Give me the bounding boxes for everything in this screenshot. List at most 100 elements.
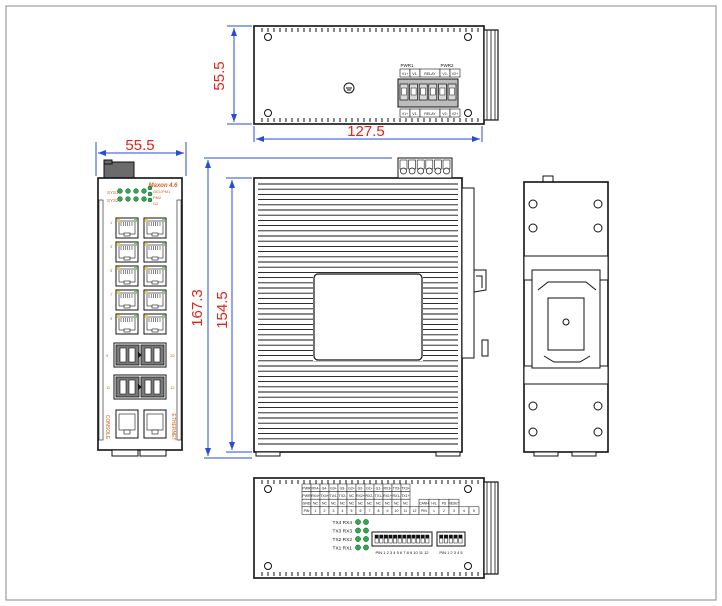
screw-icon: [464, 485, 472, 493]
port-number: 12: [170, 385, 175, 390]
pin-table-cell: TX4-: [330, 494, 338, 498]
screw-icon: [264, 485, 272, 493]
pin-table-cell: NC: [331, 502, 337, 506]
status-led-icon: [147, 185, 153, 191]
pin-table-cell: G3+: [330, 486, 337, 490]
pin-table-cell: GND: [303, 502, 311, 506]
pwr1-header: PWR1: [400, 63, 413, 68]
status-led-icon: [141, 196, 147, 202]
pin-table-cell: G1+: [366, 486, 373, 490]
status-led-icon: [363, 519, 369, 525]
screw-icon: [464, 562, 472, 570]
port-number: 10: [170, 353, 175, 358]
terminal-label-top: V1-: [412, 72, 418, 76]
pin-table-cell: RX4+: [311, 494, 320, 498]
port-number: 1: [110, 220, 113, 225]
front-panel: [97, 177, 183, 451]
label-area: [313, 273, 423, 361]
pin-table-cell: 12: [413, 509, 417, 513]
terminal-screw-icon: [434, 167, 442, 175]
status-led-icon: [147, 191, 153, 197]
status-led-icon: [355, 527, 361, 534]
status-led-icon: [125, 196, 131, 202]
pin-table-cell: G2-: [358, 486, 365, 490]
status-led-icon: [363, 527, 369, 534]
screw-icon: [593, 401, 603, 411]
led-label-right: GE1/PM1: [153, 189, 171, 194]
screw-icon: [593, 427, 603, 437]
pin-table-cell: PS: [442, 502, 447, 506]
terminal-label-bottom: RELAY: [424, 112, 436, 116]
screw-icon: [528, 401, 538, 411]
pin-table-cell: TX1+: [401, 494, 409, 498]
status-led-icon: [355, 536, 361, 542]
pin-table-cell: 4: [463, 509, 465, 513]
pin-table-cell: PWR: [302, 486, 311, 490]
terminal-screw-icon: [443, 167, 450, 175]
pin-table-cell: NC: [394, 502, 400, 506]
top-height-dimension: 55.5: [211, 61, 228, 90]
status-led-icon: [363, 544, 369, 551]
pin-table-cell: 8: [378, 509, 380, 513]
terminal-screw-icon: [408, 167, 416, 175]
status-led-icon: [141, 188, 147, 194]
dip-left-label: PIN 1 2 3 4 5 6 7 8 9 10 11 12: [375, 550, 429, 555]
side-view: 167.3 154.5: [189, 157, 489, 459]
screw-icon: [528, 223, 538, 233]
brand-label: Maxon 4.6: [148, 183, 178, 189]
pwr2-header: PWR2: [440, 63, 453, 68]
pin-table-cell: PWR: [302, 494, 311, 498]
side-inner-dimension: 154.5: [214, 291, 231, 329]
led-label-left: SYS1: [107, 190, 119, 195]
svg-text:SYS2: SYS2: [107, 198, 119, 203]
pin-table-cell: NC: [349, 494, 355, 498]
pin-table-cell: RX3-: [384, 486, 393, 490]
screw-icon: [464, 33, 472, 41]
pin-table-cell: NC: [322, 502, 328, 506]
status-led-icon: [355, 544, 361, 551]
port-number: 7: [110, 292, 113, 297]
pin-table-cell: NC: [403, 502, 409, 506]
pin-table-cell: 11: [404, 509, 408, 513]
ethernet-label: ETHERNET: [170, 414, 176, 441]
pin-table-cell: PIN: [421, 509, 427, 513]
pin-table-cell: RESET: [448, 502, 459, 506]
pin-table-cell: TX1-: [375, 494, 383, 498]
pin-table-cell: PIN: [304, 509, 310, 513]
status-led-icon: [133, 188, 139, 194]
terminal-label-bottom: V1+: [402, 112, 409, 116]
status-led-icon: [355, 519, 361, 525]
pin-table-cell: 7: [369, 509, 371, 513]
port-number: 9: [110, 316, 113, 321]
pin-table-cell: NC: [376, 502, 382, 506]
pin-table-cell: 3: [453, 509, 455, 513]
status-led-icon: [117, 196, 123, 202]
pin-table-cell: TX3-: [393, 486, 401, 490]
pin-table-cell: NC: [358, 502, 364, 506]
bottom-led-label: TX2 RX2: [333, 537, 353, 543]
drawing-frame: [5, 5, 717, 601]
side-outer-dimension: 167.3: [189, 289, 206, 327]
terminal-label-top: V2+: [452, 72, 459, 76]
terminal-label-top: V1+: [402, 72, 409, 76]
terminal-screw-icon: [425, 167, 433, 175]
port-number: 5: [110, 268, 113, 273]
terminal-label-top: V2-: [442, 72, 448, 76]
console-label: CONSOLE: [104, 415, 110, 440]
screw-icon: [464, 109, 472, 117]
status-led-icon: [125, 188, 131, 194]
screw-icon: [593, 223, 603, 233]
status-led-icon: [117, 188, 123, 194]
screw-icon: [264, 33, 272, 41]
svg-text:G2: G2: [153, 201, 159, 206]
pin-table-cell: 5: [473, 509, 475, 513]
pin-table-cell: NC: [385, 502, 391, 506]
screw-icon: [264, 109, 272, 117]
bottom-led-label: TX4 RX4: [333, 520, 353, 526]
pin-table-cell: G2+: [348, 486, 355, 490]
status-led-icon: [147, 197, 153, 203]
pin-table-cell: 5: [351, 509, 353, 513]
pin-table-cell: 3: [333, 509, 335, 513]
pin-table-cell: G1-: [376, 486, 383, 490]
